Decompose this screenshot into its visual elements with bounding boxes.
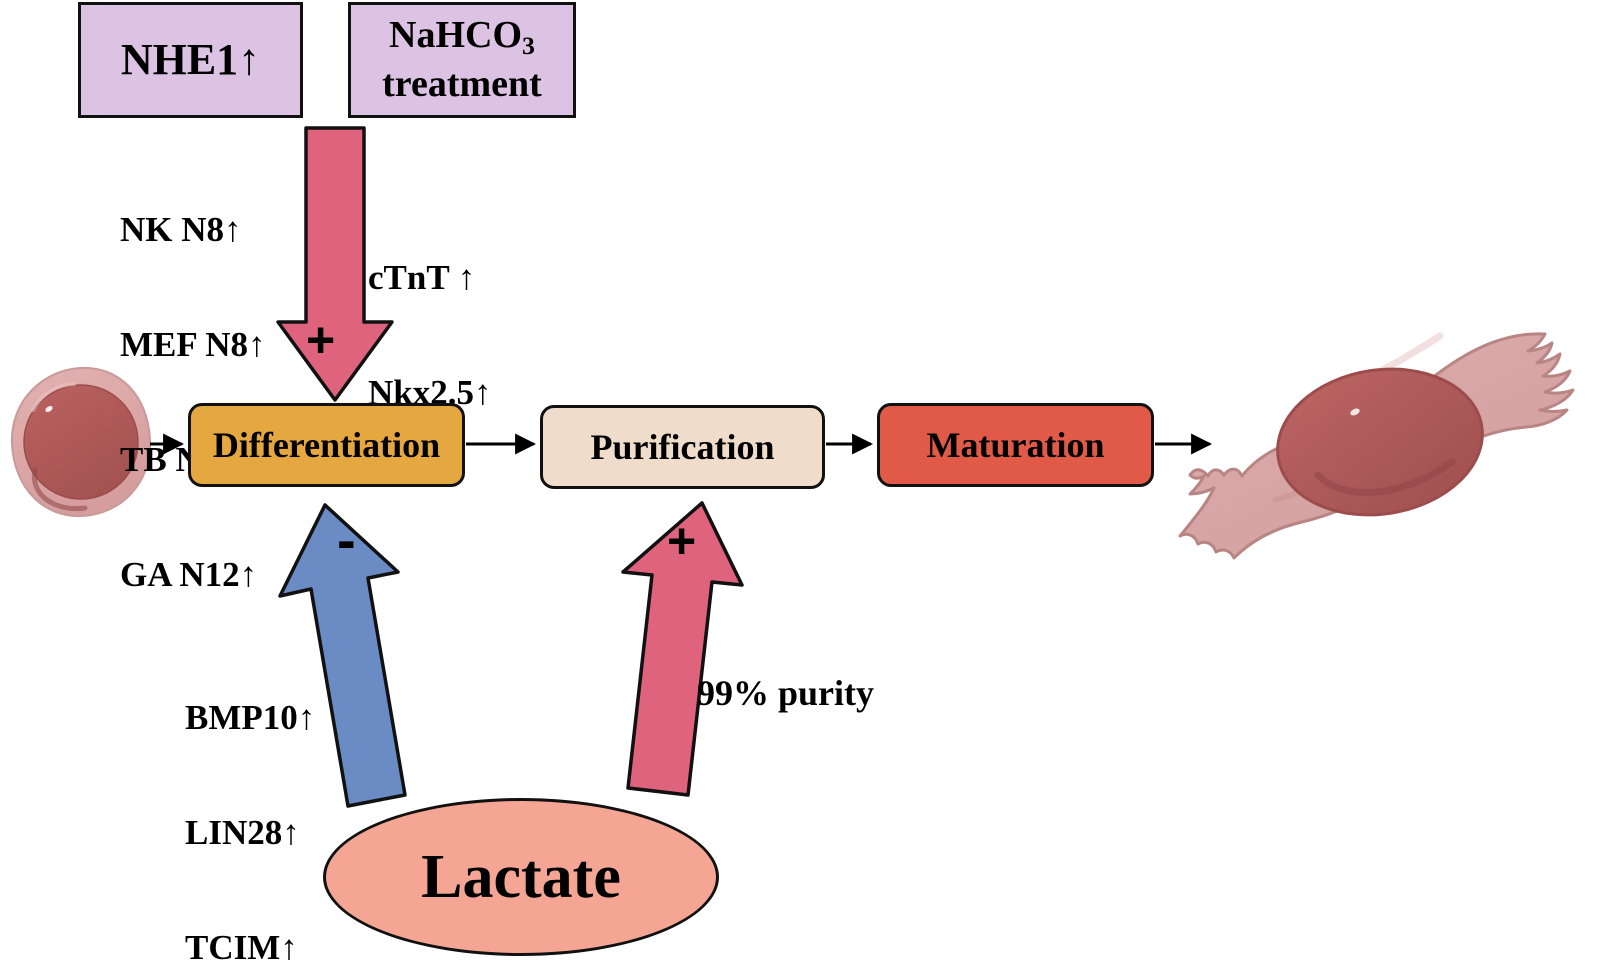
treatment-box-nahco3-word: treatment xyxy=(382,63,542,106)
marker-nk-n8: NK N8↑ xyxy=(120,210,242,249)
treatment-box-nahco3: NaHCO3 treatment xyxy=(348,2,576,118)
treatment-box-nahco3-formula: NaHCO3 xyxy=(389,14,535,61)
cardiomyocyte-illustration xyxy=(1178,332,1575,560)
plus-sign-nahco3-arrow: + xyxy=(306,312,336,368)
source-node-lactate: Lactate xyxy=(323,798,719,956)
minus-sign-blue-arrow: - xyxy=(337,508,356,571)
arrow-lactate-promotes-purification xyxy=(621,501,744,797)
treatment-box-nhe1: NHE1↑ xyxy=(78,2,303,118)
arrow-lactate-inhibits-differentiation xyxy=(278,503,407,808)
process-step-purification-label: Purification xyxy=(590,427,775,467)
purity-annotation: 99% purity xyxy=(697,673,875,713)
marker-ga-n12: GA N12↑ xyxy=(120,555,258,594)
stem-cell-illustration xyxy=(10,366,152,518)
process-step-maturation-label: Maturation xyxy=(926,425,1105,465)
marker-bmp10: BMP10↑ xyxy=(185,698,316,737)
arrow-nahco3-promotes-differentiation xyxy=(276,126,394,402)
marker-tcim: TCIM↑ xyxy=(185,928,298,960)
marker-list-lactate: BMP10↑ LIN28↑ TCIM↑ xyxy=(185,630,315,960)
marker-ctnt: cTnT ↑ xyxy=(368,258,476,297)
nahco3-formula-text: NaHCO xyxy=(389,14,523,57)
process-step-purification: Purification xyxy=(540,405,825,489)
nahco3-formula-subscript: 3 xyxy=(522,31,535,61)
process-step-maturation: Maturation xyxy=(877,403,1154,487)
marker-mef-n8: MEF N8↑ xyxy=(120,325,266,364)
plus-sign-pink-arrow: + xyxy=(667,513,697,569)
treatment-box-nhe1-label: NHE1↑ xyxy=(120,35,261,85)
process-step-differentiation-label: Differentiation xyxy=(212,425,441,465)
process-step-differentiation: Differentiation xyxy=(188,403,465,487)
source-node-lactate-label: Lactate xyxy=(421,842,621,911)
marker-lin28: LIN28↑ xyxy=(185,813,300,852)
